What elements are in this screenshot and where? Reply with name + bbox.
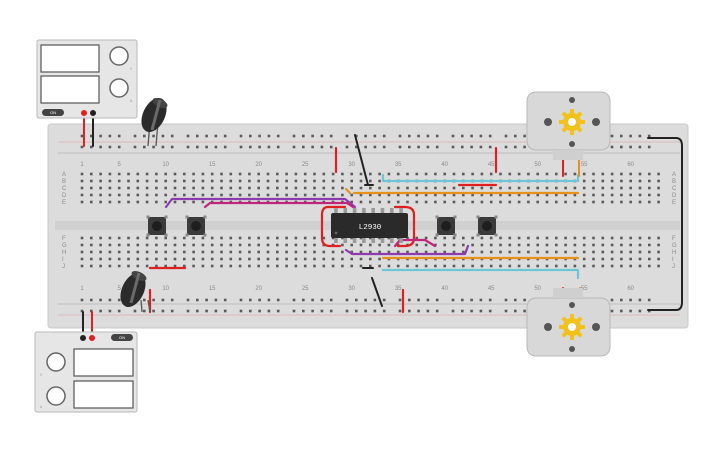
row-letter: D xyxy=(62,193,67,199)
column-number: 1 xyxy=(80,286,84,292)
row-letter: H xyxy=(672,250,676,256)
wire-magenta-bottom xyxy=(393,238,437,248)
wire-orange-top-2 xyxy=(344,187,352,195)
column-number: 50 xyxy=(534,162,541,168)
ps-top-terminal-black[interactable] xyxy=(90,110,96,116)
row-letter: B xyxy=(672,179,676,185)
column-number: 45 xyxy=(488,162,495,168)
ps-top-voltage-knob[interactable] xyxy=(109,46,129,66)
motor-gear-icon xyxy=(559,109,585,135)
ps-top-label-v: V xyxy=(130,67,133,71)
row-letter: H xyxy=(62,250,66,256)
ps-bottom-current-knob[interactable] xyxy=(46,386,66,406)
column-number: 50 xyxy=(534,286,541,292)
ic-label: L2930 xyxy=(359,224,382,232)
column-number: 5 xyxy=(118,162,122,168)
ps-bottom-display-current xyxy=(73,380,134,409)
column-number: 25 xyxy=(302,286,309,292)
column-number: 60 xyxy=(627,162,634,168)
wire-red-loop-left xyxy=(320,205,347,248)
pushbutton-3[interactable] xyxy=(435,215,457,237)
ps-top-label-a: A xyxy=(130,99,133,103)
column-number: 25 xyxy=(302,162,309,168)
capacitor-bottom[interactable] xyxy=(115,269,151,313)
wire-black-right-loop xyxy=(647,137,683,311)
pushbutton-1[interactable] xyxy=(146,215,168,237)
row-letter: I xyxy=(672,257,674,263)
ps-top-display-current xyxy=(40,75,100,104)
row-letter: F xyxy=(672,236,676,242)
column-number: 1 xyxy=(80,162,84,168)
dc-motor-bottom[interactable] xyxy=(526,288,611,357)
wires xyxy=(82,114,683,341)
column-number: 40 xyxy=(441,286,448,292)
ps-top-display-voltage xyxy=(40,44,100,73)
ps-bottom-on-label: ON xyxy=(119,335,125,340)
ps-bottom-on-button[interactable] xyxy=(111,334,133,341)
row-letter: I xyxy=(62,257,64,263)
pushbutton-4[interactable] xyxy=(476,215,498,237)
row-letter: C xyxy=(672,186,677,192)
row-letter: C xyxy=(62,186,67,192)
ps-bottom-display-voltage xyxy=(73,348,134,377)
column-number: 10 xyxy=(162,286,169,292)
power-supply-bottom[interactable]: V A ON xyxy=(34,331,138,413)
ps-top-terminal-red[interactable] xyxy=(81,110,87,116)
ps-bottom-terminal-black[interactable] xyxy=(80,335,86,341)
wire-magenta-top xyxy=(203,201,355,209)
dc-motor-top[interactable] xyxy=(526,91,611,160)
column-number: 20 xyxy=(255,286,262,292)
row-letter: F xyxy=(62,236,66,242)
row-letter: E xyxy=(672,200,676,206)
ps-top-current-knob[interactable] xyxy=(109,78,129,98)
column-number: 60 xyxy=(627,286,634,292)
ps-top-on-button[interactable] xyxy=(42,109,64,116)
wire-purple-bottom xyxy=(344,244,470,256)
row-letter: G xyxy=(62,243,67,249)
wire-cyan-bottom xyxy=(381,268,580,280)
row-letter: D xyxy=(672,193,677,199)
column-number: 55 xyxy=(581,286,588,292)
ps-bottom-voltage-knob[interactable] xyxy=(46,352,66,372)
row-letter: E xyxy=(62,200,66,206)
wire-black-bottom-2 xyxy=(371,277,383,307)
ps-bottom-label-v: V xyxy=(40,373,43,377)
column-number: 40 xyxy=(441,162,448,168)
column-number: 45 xyxy=(488,286,495,292)
column-number: 5 xyxy=(118,286,122,292)
column-number: 15 xyxy=(209,286,216,292)
ps-top-on-label: ON xyxy=(50,110,56,115)
ps-bottom-label-a: A xyxy=(40,405,43,409)
row-letter: J xyxy=(672,264,675,270)
column-number: 55 xyxy=(581,162,588,168)
column-number: 15 xyxy=(209,162,216,168)
wire-cyan-top xyxy=(381,173,580,183)
column-number: 20 xyxy=(255,162,262,168)
column-number: 35 xyxy=(395,286,402,292)
wire-purple-top xyxy=(164,197,357,209)
capacitor-top[interactable] xyxy=(136,94,171,147)
ic-chip[interactable]: L2930 xyxy=(331,208,408,243)
row-letter: J xyxy=(62,264,65,270)
motor-gear-icon xyxy=(559,314,585,340)
pushbutton-2[interactable] xyxy=(185,215,207,237)
wire-red-loop-right xyxy=(393,205,416,248)
ps-bottom-terminal-red[interactable] xyxy=(89,335,95,341)
row-letter: G xyxy=(672,243,677,249)
row-letter: B xyxy=(62,179,66,185)
row-letter: A xyxy=(672,172,676,178)
wire-black-top xyxy=(354,134,369,186)
row-letter: A xyxy=(62,172,66,178)
column-number: 30 xyxy=(348,286,355,292)
column-number: 30 xyxy=(348,162,355,168)
power-supply-top[interactable]: V A ON xyxy=(36,39,138,119)
column-number: 35 xyxy=(395,162,402,168)
column-number: 10 xyxy=(162,162,169,168)
